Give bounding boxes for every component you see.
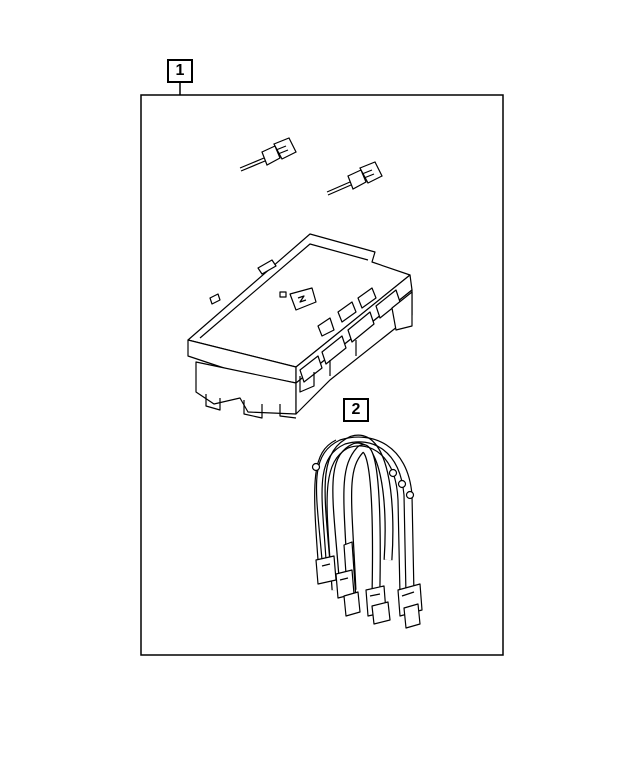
connector-pin-2 — [326, 161, 383, 196]
callout-2: 2 — [343, 398, 369, 422]
callout-1: 1 — [167, 59, 193, 83]
kit-frame — [140, 94, 504, 656]
connector-pin-1 — [239, 137, 297, 172]
power-distribution-center — [187, 233, 413, 419]
wiring-harness — [311, 434, 423, 629]
